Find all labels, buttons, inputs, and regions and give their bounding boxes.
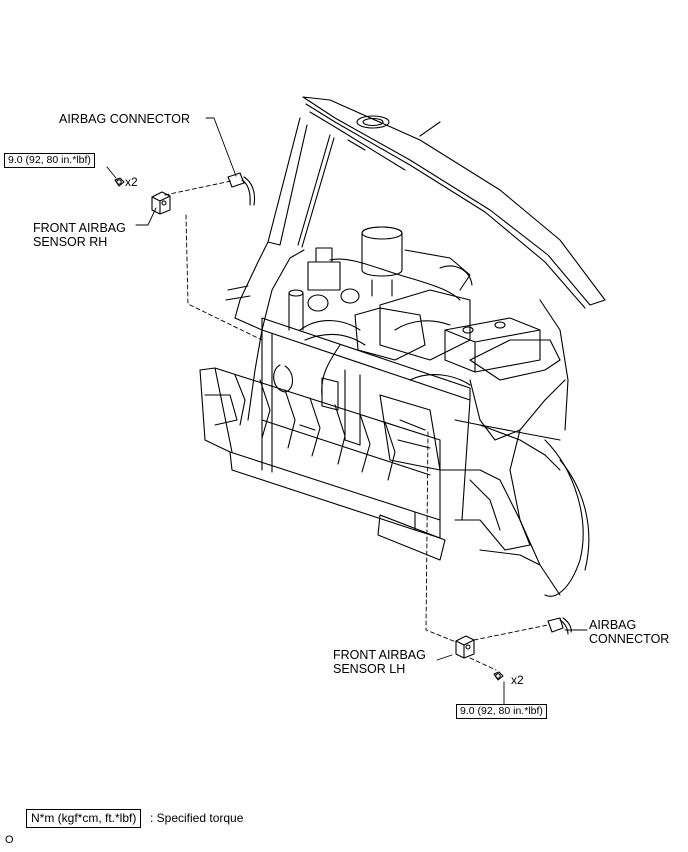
lower-body	[377, 419, 561, 566]
bumper-reinforcement	[199, 367, 441, 539]
airbag-connector-rh-label: AIRBAG CONNECTOR	[59, 112, 191, 126]
leader-lines	[164, 180, 549, 671]
bolt-lh	[493, 671, 504, 681]
airbag-connector-lh-label-line2: CONNECTOR	[589, 632, 670, 646]
bolt-qty-rh: x2	[125, 175, 138, 189]
sensor-rh-label-line2: SENSOR RH	[33, 235, 108, 249]
sensor-lh-label-line1: FRONT AIRBAG	[333, 648, 426, 662]
hood	[267, 96, 606, 309]
torque-spec-rh: 9.0 (92, 80 in.*lbf)	[4, 153, 95, 168]
callout-lines	[106, 117, 588, 706]
torque-spec-lh: 9.0 (92, 80 in.*lbf)	[456, 704, 547, 719]
bolt-qty-lh: x2	[511, 673, 524, 687]
hood-support-rod	[297, 134, 335, 248]
airbag-connector-lh-label-line1: AIRBAG	[589, 618, 637, 632]
legend-description: : Specified torque	[150, 811, 244, 825]
figure-id: O	[5, 834, 14, 846]
front-airbag-sensor-rh	[151, 191, 171, 215]
body-outline	[225, 241, 590, 597]
sensor-rh-label-line1: FRONT AIRBAG	[33, 221, 126, 235]
bolt-rh	[114, 177, 125, 187]
airbag-connector-rh	[227, 172, 256, 206]
front-airbag-sensor-lh	[455, 635, 475, 659]
airbag-connector-lh	[547, 617, 572, 635]
legend-unit-box: N*m (kgf*cm, ft.*lbf)	[26, 809, 142, 828]
engine-bay	[288, 226, 541, 396]
sensor-lh-label-line2: SENSOR LH	[333, 662, 406, 676]
